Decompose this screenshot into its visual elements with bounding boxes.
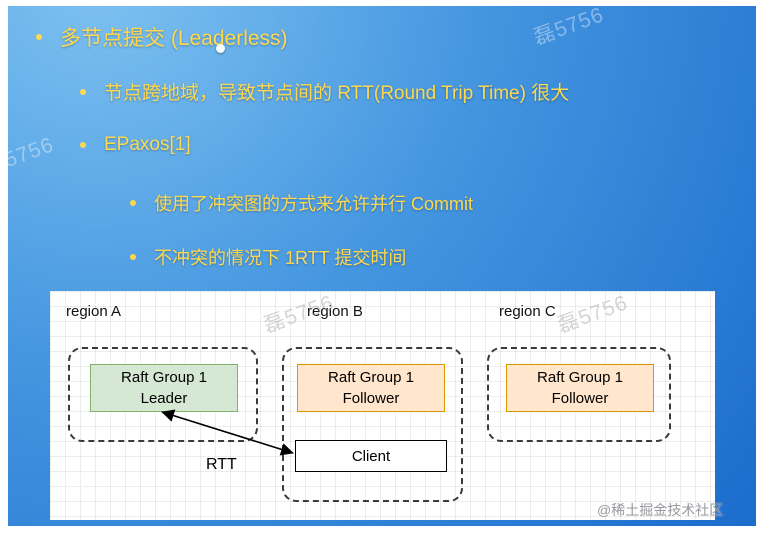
rtt-arrow-label: RTT — [206, 456, 237, 473]
region-b-label: region B — [307, 303, 363, 320]
bullet-dot — [130, 200, 136, 206]
region-a-label: region A — [66, 303, 122, 320]
bullet-level2-epaxos-text: EPaxos[1] — [104, 134, 191, 155]
juejin-community-watermark: @稀土掘金技术社区 — [597, 502, 724, 518]
bullet-level1-text: 多节点提交 (Leaderless) — [60, 27, 288, 50]
bullet-dot — [130, 254, 136, 260]
bullet-dot — [80, 88, 86, 95]
bullet-level1: 多节点提交 (Leaderless) — [36, 22, 288, 52]
bullet-dot — [80, 142, 86, 148]
region-c-label: region C — [499, 303, 556, 320]
bullet-dot — [36, 34, 42, 40]
bullet-level3-1rtt-text: 不冲突的情况下 1RTT 提交时间 — [154, 248, 407, 268]
bullet-level3-conflict-graph: 使用了冲突图的方式来允许并行 Commit — [130, 190, 473, 216]
raft-group1-leader-node: Raft Group 1 Leader — [90, 364, 238, 412]
bullet-level2-rtt-text: 节点跨地域，导致节点间的 RTT(Round Trip Time) 很大 — [104, 83, 570, 104]
raft-group1-follower-b-node: Raft Group 1 Follower — [297, 364, 445, 412]
bullet-level3-conflict-graph-text: 使用了冲突图的方式来允许并行 Commit — [154, 194, 473, 214]
client-node: Client — [295, 440, 447, 472]
region-c-boundary — [487, 347, 671, 442]
raft-group1-follower-c-node: Raft Group 1 Follower — [506, 364, 654, 412]
bullet-level3-1rtt: 不冲突的情况下 1RTT 提交时间 — [130, 244, 406, 270]
mouse-cursor — [216, 44, 225, 53]
bullet-level2-rtt: 节点跨地域，导致节点间的 RTT(Round Trip Time) 很大 — [80, 78, 569, 105]
bullet-level2-epaxos: EPaxos[1] — [80, 134, 191, 156]
